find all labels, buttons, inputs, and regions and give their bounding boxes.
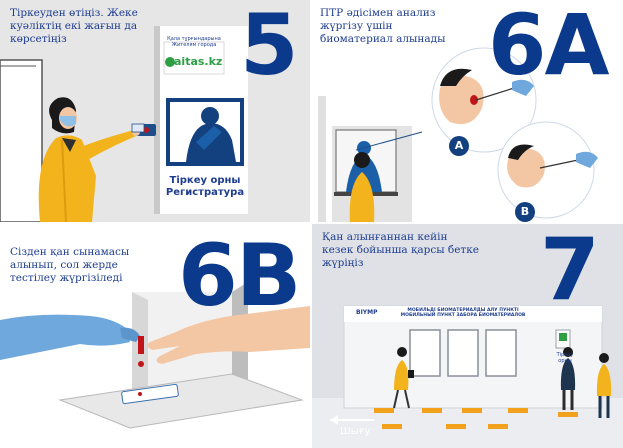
caption-line: жүріңіз <box>322 257 364 269</box>
panel-step-6b: Сізден қан сынамасы алынып, сол жерде те… <box>0 224 310 448</box>
registration-illustration <box>0 26 248 222</box>
caption-line: Тіркеуден өтіңіз. Жеке <box>10 7 138 19</box>
caption-line: куәліктің екі жағын да <box>10 20 138 32</box>
sign-subtext: Қала тұрғындарына Жителям города <box>166 36 222 48</box>
registration-sign-line: Тіркеу орны <box>169 175 241 186</box>
caption-line: биоматериал алынады <box>320 33 446 45</box>
caption-line: кезек бойынша қарсы бетке <box>322 244 480 256</box>
panel-step-6a: ПТР әдісімен анализ жүргізу үшін биомате… <box>312 0 623 222</box>
caption-line: алынып, сол жерде <box>10 259 118 271</box>
sign-subtext-line: Жителям города <box>171 42 217 48</box>
caption-line: тестілеу жүргізіледі <box>10 272 123 284</box>
caption-line: Сізден қан сынамасы <box>10 246 130 258</box>
building-subtitle-line: МОБИЛЬНЫЙ ПУНКТ ЗАБОРА БИОМАТЕРИАЛОВ <box>400 313 526 318</box>
pcr-swab-illustration <box>318 47 598 222</box>
queue-exit-illustration <box>312 305 623 448</box>
step-number-6b: 6B <box>178 226 301 326</box>
panel-step-5: Тіркеуден өтіңіз. Жеке куәліктің екі жағ… <box>0 0 310 222</box>
register-sign: Тіркеу орны <box>556 352 574 364</box>
building-title: МОБИЛЬДІ БИОМАТЕРИАЛДЫ АЛУ ПУНКТІ МОБИЛЬ… <box>398 308 528 318</box>
step-number-6a: 6A <box>488 0 609 94</box>
exit-label: Шығу <box>340 426 371 437</box>
step-5-caption: Тіркеуден өтіңіз. Жеке куәліктің екі жағ… <box>10 7 138 46</box>
sign-subtext-line: Қала тұрғындарына <box>167 36 221 42</box>
badge-b: B <box>520 205 530 218</box>
registration-sign: Тіркеу орны Регистратура <box>160 175 250 199</box>
caption-line: Қан алынғаннан кейін <box>322 231 448 243</box>
building-brand: BIYMP <box>356 309 378 316</box>
badge-a: A <box>454 139 464 152</box>
step-6b-caption: Сізден қан сынамасы алынып, сол жерде те… <box>10 246 129 285</box>
aitas-logo: aitas.kz <box>174 55 223 68</box>
blood-test-illustration <box>0 282 310 429</box>
registration-sign-line: Регистратура <box>165 187 245 198</box>
step-6a-caption: ПТР әдісімен анализ жүргізу үшін биомате… <box>320 7 445 46</box>
building-title-line: МОБИЛЬДІ БИОМАТЕРИАЛДЫ АЛУ ПУНКТІ <box>407 308 519 313</box>
panel-step-7: Қан алынғаннан кейін кезек бойынша қарсы… <box>312 224 623 448</box>
caption-line: көрсетіңіз <box>10 33 67 45</box>
caption-line: жүргізу үшін <box>320 20 393 32</box>
step-number-7: 7 <box>540 224 600 320</box>
step-number-5: 5 <box>240 0 298 94</box>
step-7-caption: Қан алынғаннан кейін кезек бойынша қарсы… <box>322 231 479 270</box>
caption-line: ПТР әдісімен анализ <box>320 7 436 19</box>
